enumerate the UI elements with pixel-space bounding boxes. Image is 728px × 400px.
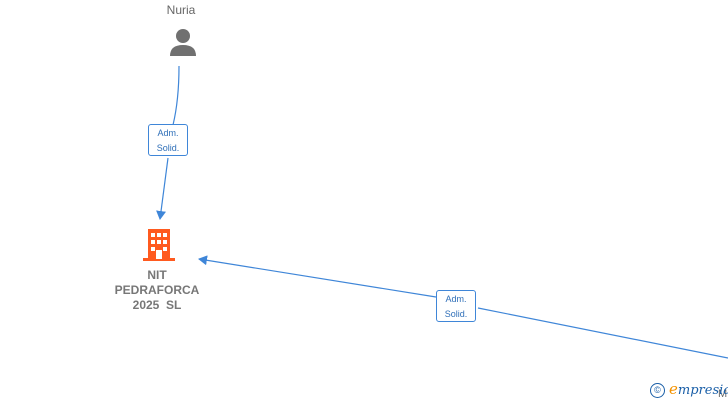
edge-label-offscreen-company: Adm. Solid. <box>436 290 476 322</box>
company-name-line-1: NIT <box>147 268 167 282</box>
company-name-line-3: 2025 SL <box>132 298 182 312</box>
edge-label-line-1: Adm. <box>445 294 467 304</box>
person-icon[interactable] <box>170 29 196 56</box>
brand-logo-letter: e <box>669 380 678 398</box>
edge-person-to-company-arrow <box>156 157 169 220</box>
company-name-label[interactable]: NIT PEDRAFORCA 2025 SL <box>106 268 208 313</box>
company-name-line-2: PEDRAFORCA <box>114 283 200 297</box>
building-icon[interactable] <box>143 229 175 261</box>
edge-offscreen-to-company <box>477 307 728 359</box>
edge-label-line-1: Adm. <box>157 128 179 138</box>
copyright-icon: © <box>650 383 665 399</box>
edge-label-line-2: Solid. <box>444 309 468 319</box>
person-name-label[interactable]: Nuria <box>166 3 196 17</box>
brand-logo-text: mpresia <box>677 383 728 398</box>
offscreen-node-label: M <box>718 388 728 400</box>
edge-label-line-2: Solid. <box>156 143 180 153</box>
edge-label-person-company: Adm. Solid. <box>148 124 188 156</box>
edge-person-to-company <box>172 65 180 126</box>
edge-offscreen-to-company-arrow <box>198 255 437 298</box>
brand-watermark: ©empresia <box>650 380 728 399</box>
